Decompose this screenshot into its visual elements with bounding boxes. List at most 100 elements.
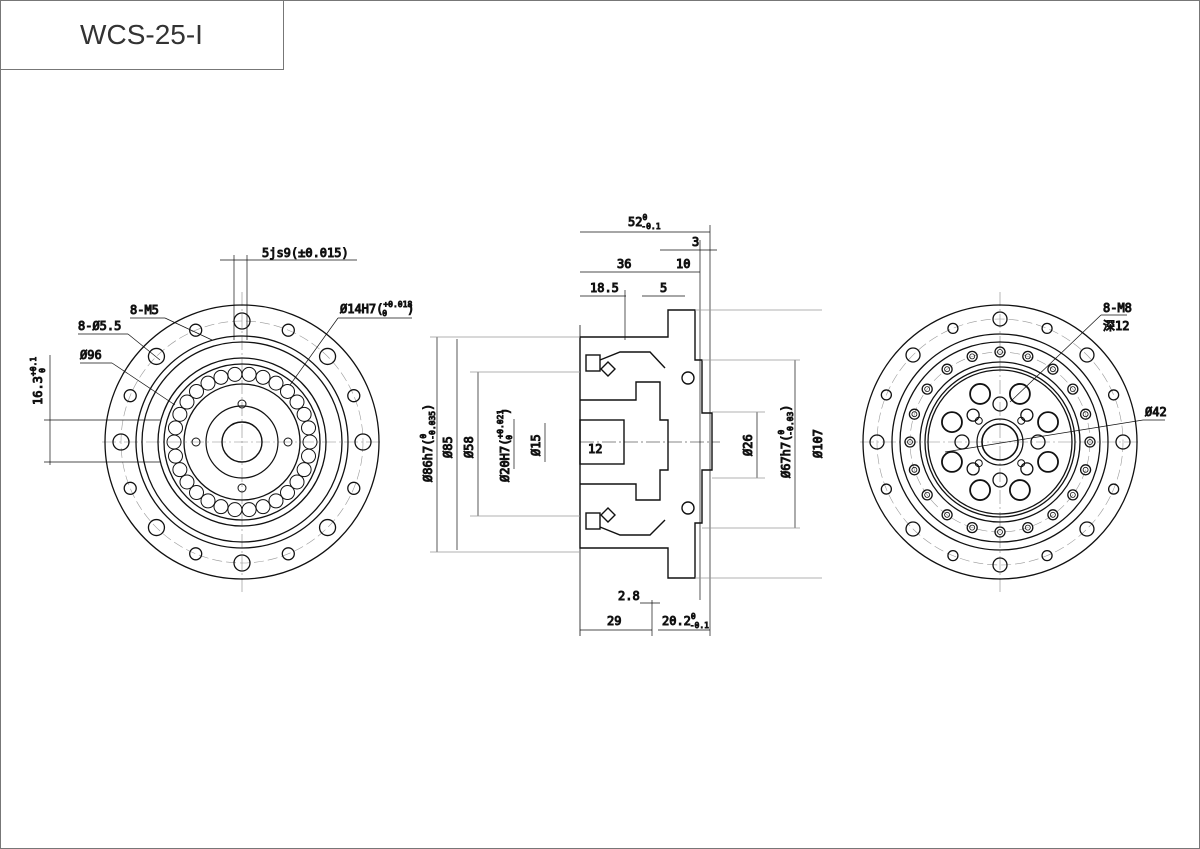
bearing-roller bbox=[255, 499, 271, 515]
bearing-roller bbox=[241, 502, 257, 518]
screw-hole bbox=[944, 366, 950, 373]
m8-hole bbox=[1008, 383, 1031, 405]
bore bbox=[221, 421, 263, 463]
title-box: WCS-25-I bbox=[0, 0, 284, 70]
bearing-roller bbox=[179, 394, 195, 410]
bolt-hole bbox=[112, 433, 130, 451]
svg-text:Ø20H7(+0.0210): Ø20H7(+0.0210) bbox=[496, 408, 514, 482]
bolt-hole bbox=[318, 518, 337, 537]
ring bbox=[135, 335, 349, 549]
dia-107-label: Ø107 bbox=[811, 429, 826, 459]
bearing-roller bbox=[289, 474, 305, 490]
screw-head bbox=[1079, 408, 1092, 420]
bearing-roller bbox=[179, 474, 195, 490]
svg-text:Ø85: Ø85 bbox=[441, 436, 455, 458]
ring bbox=[104, 304, 380, 580]
screw-head bbox=[908, 408, 921, 420]
screw-head bbox=[921, 489, 933, 501]
pin-hole bbox=[1030, 434, 1046, 450]
bearing-roller bbox=[172, 462, 188, 478]
screw-hole bbox=[944, 511, 950, 518]
screw-hole bbox=[1050, 511, 1056, 518]
bolt-hole bbox=[189, 323, 203, 337]
dia-86-label: Ø86h7(0-0.035) bbox=[419, 403, 438, 482]
bearing-roller bbox=[268, 375, 284, 391]
housing-outline bbox=[579, 309, 713, 579]
m8-hole bbox=[941, 450, 963, 473]
bearing-roller bbox=[268, 493, 284, 509]
screw-hole bbox=[1024, 353, 1031, 360]
dim-20-2: 20.20-0.1 bbox=[662, 612, 709, 630]
dia-85-label: Ø85 bbox=[441, 436, 456, 459]
svg-text:Ø107: Ø107 bbox=[811, 429, 825, 458]
screw-hole bbox=[907, 439, 913, 445]
rear-pitch-label: Ø42 bbox=[1145, 405, 1167, 419]
screw-head bbox=[1022, 521, 1034, 534]
bolt-hole bbox=[947, 549, 959, 562]
bolt-hole bbox=[1107, 483, 1120, 495]
svg-text:Ø26: Ø26 bbox=[741, 434, 755, 456]
screw-head bbox=[921, 383, 933, 395]
screw-hole bbox=[1087, 439, 1093, 445]
inner-outline bbox=[580, 381, 669, 501]
screw-head bbox=[1079, 464, 1092, 476]
hub bbox=[976, 418, 1024, 466]
dim-18-5: 18.5 bbox=[590, 281, 619, 295]
screw-head bbox=[908, 464, 921, 476]
bearing-roller bbox=[241, 366, 257, 382]
bolt-hole bbox=[1041, 549, 1053, 562]
front-view bbox=[102, 292, 382, 592]
bolt-hole bbox=[992, 557, 1008, 573]
screw-head bbox=[941, 363, 953, 375]
small-hole bbox=[1017, 459, 1026, 468]
screw-hole bbox=[969, 524, 976, 531]
bolt-hole bbox=[1041, 322, 1053, 335]
m8-hole bbox=[969, 383, 992, 405]
bearing-roller bbox=[172, 406, 188, 422]
bolt-hole bbox=[1079, 521, 1095, 537]
ring bbox=[919, 361, 1081, 523]
bolt-hole bbox=[233, 554, 251, 572]
screw-hole bbox=[997, 349, 1003, 355]
dim-36: 36 bbox=[617, 257, 631, 271]
small-hole bbox=[1017, 416, 1026, 425]
bolt-hole bbox=[281, 323, 295, 337]
dim-10: 10 bbox=[676, 257, 690, 271]
keyway-label: 5js9(±0.015) bbox=[262, 246, 349, 260]
bearing-roller bbox=[167, 420, 183, 436]
screw-head bbox=[966, 350, 978, 363]
bolt-hole bbox=[189, 547, 203, 561]
bearing-roller bbox=[280, 383, 296, 399]
bearing-roller bbox=[301, 420, 317, 436]
bearing-roller bbox=[301, 448, 317, 464]
bearing-roller bbox=[213, 369, 229, 385]
bolt-hole bbox=[318, 347, 337, 366]
bolt-hole bbox=[992, 311, 1008, 327]
ring bbox=[891, 333, 1109, 551]
screw-hole bbox=[191, 437, 201, 447]
drawing-title: WCS-25-I bbox=[80, 18, 203, 50]
m8-hole bbox=[1008, 479, 1031, 501]
section-view bbox=[579, 309, 720, 636]
screw-hole bbox=[1082, 411, 1089, 418]
bolt-hole bbox=[880, 483, 893, 495]
bearing-roller bbox=[188, 485, 204, 501]
screw-hole bbox=[1050, 366, 1056, 373]
screw-hole bbox=[1069, 386, 1076, 392]
small-hole bbox=[974, 416, 983, 425]
dim-12: 12 bbox=[588, 442, 602, 456]
screw-hole bbox=[1024, 524, 1031, 531]
screw-hole bbox=[911, 411, 918, 418]
ring bbox=[927, 369, 1073, 515]
screw-head bbox=[1067, 383, 1079, 395]
bolt-hole bbox=[905, 347, 921, 363]
bearing-roller bbox=[188, 383, 204, 399]
bolt-hole bbox=[123, 389, 137, 403]
dia-20-label: Ø20H7(+0.0210) bbox=[496, 407, 515, 482]
screw-hole bbox=[911, 466, 918, 473]
svg-text:Ø86h7(0-0.035): Ø86h7(0-0.035) bbox=[419, 404, 437, 482]
bolt-hole bbox=[1115, 434, 1131, 450]
screw-hole bbox=[924, 492, 931, 498]
ring bbox=[899, 341, 1101, 543]
bolt-hole bbox=[354, 433, 372, 451]
